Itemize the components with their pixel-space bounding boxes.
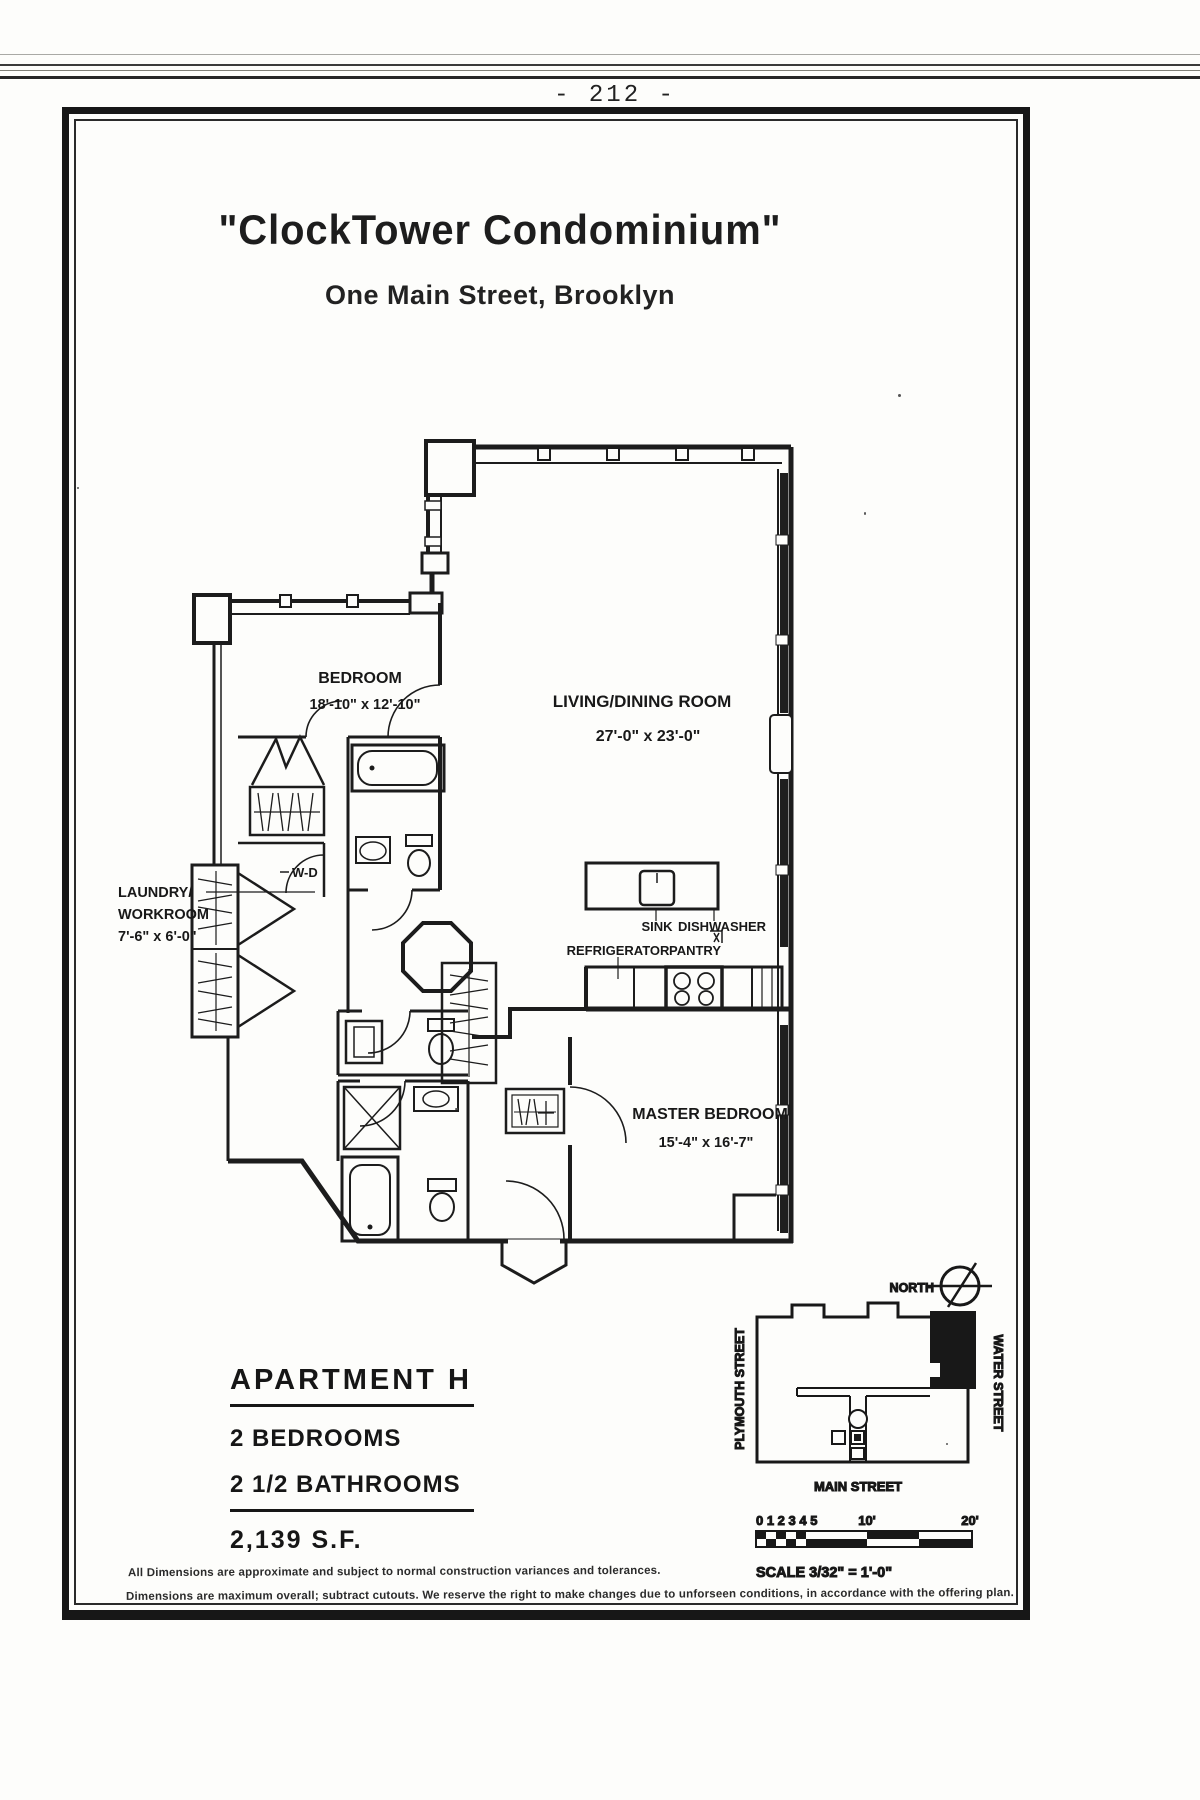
header-rule-thin [0,54,1200,55]
scan-artifact-dot [455,1108,458,1110]
closets [190,734,566,1135]
plan-sheet-frame-inner [74,119,1018,1605]
living-room-dims: 27'-0" x 23'-0" [596,728,701,745]
scale-twenty: 20' [961,1513,979,1528]
scan-artifact-dot [77,487,79,489]
scan-artifact-dot [898,394,901,397]
disclaimer-line1: All Dimensions are approximate and subje… [127,1564,661,1580]
document-title: "ClockTower Condominium" [218,206,782,253]
bath-sink [355,836,391,864]
document-subtitle: One Main Street, Brooklyn [324,280,676,310]
north-label: NORTH [890,1281,934,1295]
master-bedroom-dims: 15'-4" x 16'-7" [659,1135,754,1151]
powder-sink [344,1019,384,1065]
bedroom-count: 2 BEDROOMS [230,1425,402,1452]
scan-artifact-dot [864,512,866,515]
scale-label: SCALE 3/32" = 1'-0" [756,1565,892,1581]
bathroom-fixtures [340,743,459,1243]
page-number: - 212 - [554,82,676,109]
radiator [769,714,793,774]
bedroom-dims: 18'-10" x 12'-10" [310,697,421,713]
room-labels: BEDROOM 18'-10" x 12'-10" LIVING/DINING … [118,670,788,1151]
pantry-shelves [761,967,773,1009]
info-underline-2 [230,1509,474,1512]
sink-label: SINK [641,919,673,934]
header-rule-gray [0,70,1200,71]
scan-artifact-dot [946,1443,948,1445]
living-room-label: LIVING/DINING ROOM [553,692,732,711]
laundry-label-line1: LAUNDRY/ [118,885,192,901]
scale-ten: 10' [858,1513,876,1528]
header-rule-dark2 [0,76,1200,79]
master-toilet [429,1192,455,1222]
pantry-door-symbol [710,930,723,943]
toilet-tank [405,834,433,847]
master-bedroom-label: MASTER BEDROOM [632,1106,788,1123]
bedroom-label: BEDROOM [318,670,402,687]
square-footage: 2,139 S.F. [230,1526,363,1554]
kitchen [401,861,784,1011]
header-rule-dark1 [0,64,1200,66]
kitchen-sink [638,869,676,907]
washer-dryer-label: W-D [292,865,318,880]
master-bathtub [340,1155,400,1243]
scale-bar: 0 1 2 3 4 5 10' 20' [755,1513,979,1548]
powder-toilet [428,1033,454,1065]
apartment-info-block: APARTMENT H 2 BEDROOMS 2 1/2 BATHROOMS 2… [230,1364,530,1555]
main-street-label: MAIN STREET [814,1479,902,1494]
plymouth-street-label: PLYMOUTH STREET [733,1328,747,1450]
column [401,921,473,993]
kitchen-island [584,861,720,911]
building-outline [755,1301,976,1464]
pantry-label: PANTRY [669,943,721,958]
clocktower-building-marker [930,1311,976,1389]
site-map: NORTH PLYMOUTH STREET WATER STREET MAIN … [733,1262,1006,1582]
laundry-dims: 7'-6" x 6'-0" [118,929,197,945]
north-compass-icon [928,1262,992,1308]
bathtub [350,743,446,793]
toilet [407,849,431,877]
info-underline-1 [230,1404,474,1407]
bathroom-count: 2 1/2 BATHROOMS [230,1471,461,1498]
laundry-label-line2: WORKROOM [118,907,209,923]
water-street-label: WATER STREET [991,1335,1005,1432]
scale-ticks: 0 1 2 3 4 5 [756,1513,817,1528]
bifold-doors [250,734,326,786]
apartment-name: APARTMENT H [230,1364,472,1396]
floor-plan-drawing: BEDROOM 18'-10" x 12'-10" LIVING/DINING … [118,439,794,1285]
pointed-closet-doors [237,871,297,1029]
refrigerator-label: REFRIGERATOR [567,943,670,958]
stove [664,965,724,1011]
exterior-walls [192,439,794,1285]
master-sink [413,1086,459,1112]
plan-sheet-frame [62,107,1030,1620]
title-block: "ClockTower Condominium" One Main Street… [140,206,860,311]
dishwasher-label: DISHWASHER [678,919,767,934]
door-swings [285,684,627,1240]
shower [342,1085,402,1151]
